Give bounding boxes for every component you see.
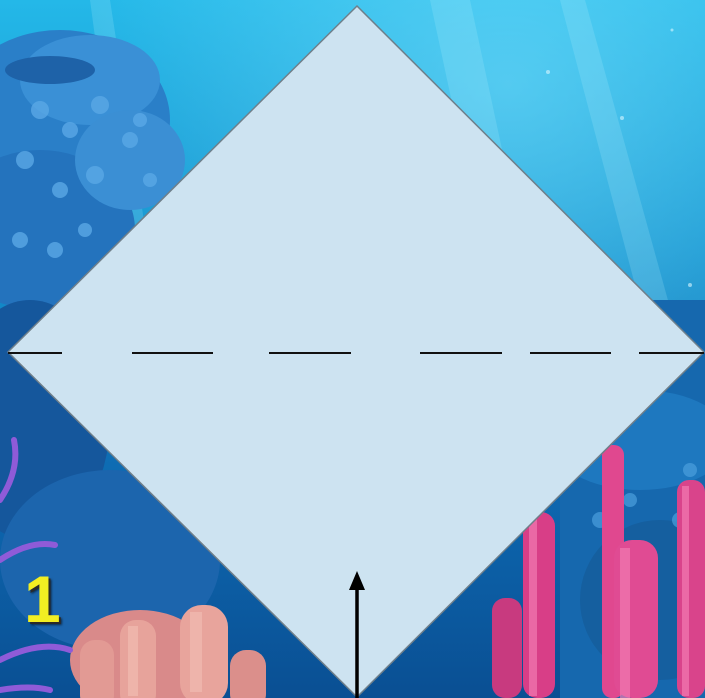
peach-coral	[70, 605, 266, 698]
step-number: 1	[24, 562, 61, 636]
arrow-up-icon	[349, 571, 365, 698]
purple-sea-plants	[0, 437, 73, 693]
pink-tube-corals	[492, 445, 705, 698]
